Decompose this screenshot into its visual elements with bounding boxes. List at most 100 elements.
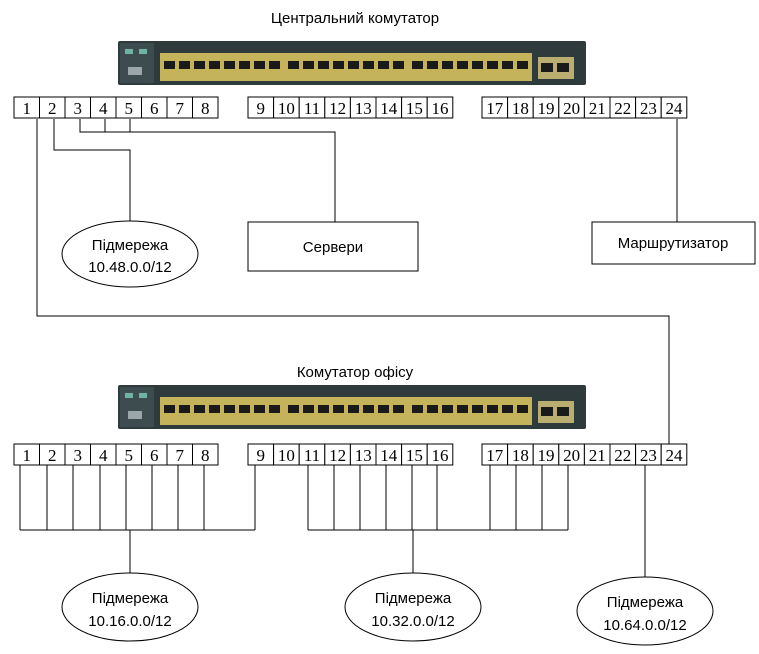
rj45-slot bbox=[179, 61, 190, 69]
port-10: 10 bbox=[273, 443, 300, 466]
port-23: 23 bbox=[635, 443, 662, 466]
port-number: 23 bbox=[640, 446, 657, 465]
rj45-slot bbox=[164, 405, 175, 413]
port-number: 16 bbox=[432, 446, 449, 465]
rj45-slot bbox=[348, 61, 359, 69]
rj45-slot bbox=[164, 61, 175, 69]
port-number: 2 bbox=[48, 99, 57, 118]
port-panel bbox=[160, 397, 532, 425]
port-5: 5 bbox=[115, 443, 142, 466]
link-central2-subnet48 bbox=[53, 119, 131, 222]
central-switch-title: Центральний комутатор bbox=[271, 10, 439, 27]
port-18: 18 bbox=[507, 443, 534, 466]
rj45-slot bbox=[333, 405, 344, 413]
port-number: 6 bbox=[150, 99, 159, 118]
uplink-panel bbox=[538, 401, 574, 423]
rj45-slot bbox=[412, 405, 423, 413]
subnet-label: Підмережа bbox=[607, 594, 684, 611]
port-number: 17 bbox=[486, 446, 504, 465]
rj45-slot bbox=[269, 405, 280, 413]
port-17: 17 bbox=[481, 96, 509, 119]
router-node: Маршрутизатор bbox=[591, 221, 756, 265]
port-number: 1 bbox=[23, 99, 32, 118]
port-1: 1 bbox=[13, 96, 40, 119]
port-9: 9 bbox=[247, 443, 275, 466]
rj45-slot bbox=[224, 61, 235, 69]
port-box bbox=[660, 96, 688, 119]
port-number: 13 bbox=[355, 99, 372, 118]
subnet-10-32-node: Підмережа 10.32.0.0/12 bbox=[344, 572, 482, 642]
rj45-slot bbox=[363, 61, 374, 69]
port-number: 15 bbox=[406, 99, 423, 118]
subnet-ellipse bbox=[576, 576, 714, 646]
port-21: 21 bbox=[583, 443, 611, 466]
rj45-slot bbox=[427, 405, 438, 413]
port-box bbox=[192, 443, 219, 466]
port-number: 5 bbox=[125, 99, 134, 118]
rj45-slot bbox=[239, 405, 250, 413]
rj45-slot bbox=[457, 61, 468, 69]
led-indicator bbox=[125, 393, 133, 398]
port-4: 4 bbox=[90, 96, 117, 119]
port-15: 15 bbox=[401, 96, 428, 119]
port-22: 22 bbox=[609, 443, 637, 466]
rj45-slot bbox=[442, 61, 453, 69]
led-indicator bbox=[139, 49, 147, 54]
rj45-slot bbox=[194, 405, 205, 413]
port-17: 17 bbox=[481, 443, 509, 466]
rj45-slot bbox=[269, 61, 280, 69]
port-number: 10 bbox=[278, 99, 295, 118]
uplink-slot bbox=[541, 63, 553, 72]
servers-node: Сервери bbox=[247, 221, 419, 272]
port-number: 17 bbox=[486, 99, 504, 118]
rj45-slot bbox=[502, 61, 513, 69]
router-box bbox=[591, 221, 756, 265]
subnet-10-16-node: Підмережа 10.16.0.0/12 bbox=[61, 572, 199, 642]
rj45-slot bbox=[333, 61, 344, 69]
port-7: 7 bbox=[166, 96, 193, 119]
port-9: 9 bbox=[247, 96, 275, 119]
rj45-slot bbox=[209, 405, 220, 413]
port-number: 4 bbox=[99, 99, 108, 118]
link-central3-servers bbox=[79, 119, 336, 222]
port-3: 3 bbox=[64, 443, 91, 466]
subnet-address: 10.48.0.0/12 bbox=[88, 259, 171, 276]
port-number: 19 bbox=[538, 446, 555, 465]
rj45-slot bbox=[442, 405, 453, 413]
port-24: 24 bbox=[660, 96, 688, 119]
port-23: 23 bbox=[635, 96, 662, 119]
port-number: 20 bbox=[563, 446, 580, 465]
port-7: 7 bbox=[166, 443, 193, 466]
port-box bbox=[426, 443, 454, 466]
port-panel bbox=[160, 53, 532, 81]
port-number: 13 bbox=[355, 446, 372, 465]
rj45-slot bbox=[393, 405, 404, 413]
port-number: 18 bbox=[512, 99, 529, 118]
office-switch-image bbox=[118, 385, 586, 429]
rj45-slot bbox=[378, 61, 389, 69]
subnet-ellipse bbox=[344, 572, 482, 642]
port-number: 11 bbox=[304, 446, 320, 465]
port-number: 22 bbox=[614, 446, 631, 465]
uplink-panel bbox=[538, 57, 574, 79]
subnet-10-48-node: Підмережа 10.48.0.0/12 bbox=[61, 220, 199, 288]
subnet-10-64-node: Підмережа 10.64.0.0/12 bbox=[576, 576, 714, 646]
rj45-slot bbox=[363, 405, 374, 413]
subnet-address: 10.16.0.0/12 bbox=[88, 613, 171, 630]
uplink-slot bbox=[541, 407, 553, 416]
port-number: 12 bbox=[329, 99, 346, 118]
port-19: 19 bbox=[532, 443, 560, 466]
rj45-slot bbox=[239, 61, 250, 69]
port-number: 21 bbox=[589, 99, 606, 118]
port-15: 15 bbox=[401, 443, 428, 466]
led-indicator bbox=[125, 49, 133, 54]
port-8: 8 bbox=[192, 443, 219, 466]
port-number: 18 bbox=[512, 446, 529, 465]
rj45-slot bbox=[472, 405, 483, 413]
port-1: 1 bbox=[13, 443, 40, 466]
office-switch-title: Комутатор офісу bbox=[297, 364, 414, 381]
subnet-address: 10.64.0.0/12 bbox=[603, 617, 686, 634]
rj45-slot bbox=[427, 61, 438, 69]
port-number: 21 bbox=[589, 446, 606, 465]
